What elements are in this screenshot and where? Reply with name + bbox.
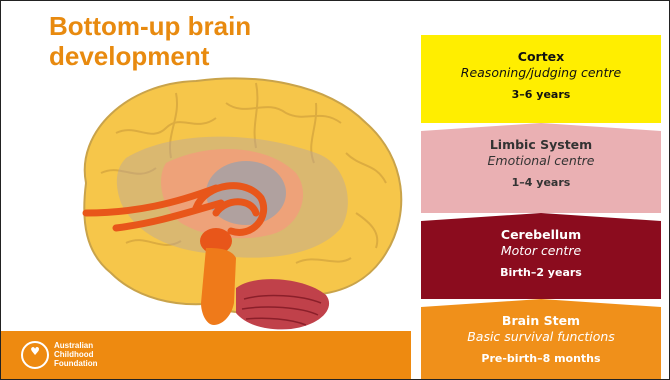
logo-text: Australian Childhood Foundation [54,341,98,368]
layer-brain-stem: Brain Stem Basic survival functions Pre-… [421,299,661,379]
layer-limbic-system: Limbic System Emotional centre 1–4 years [421,123,661,213]
heart-icon: ♥ [28,345,42,359]
title-line-1: Bottom-up brain [49,11,309,41]
development-stack: Cortex Reasoning/judging centre 3–6 year… [421,35,661,379]
brain-illustration [56,63,416,363]
brain-stem [201,248,236,325]
slide-title: Bottom-up brain development [49,11,309,71]
layer-cortex: Cortex Reasoning/judging centre 3–6 year… [421,35,661,123]
australian-childhood-foundation-logo: ♥ Australian Childhood Foundation [21,339,131,373]
layer-cerebellum: Cerebellum Motor centre Birth–2 years [421,213,661,299]
